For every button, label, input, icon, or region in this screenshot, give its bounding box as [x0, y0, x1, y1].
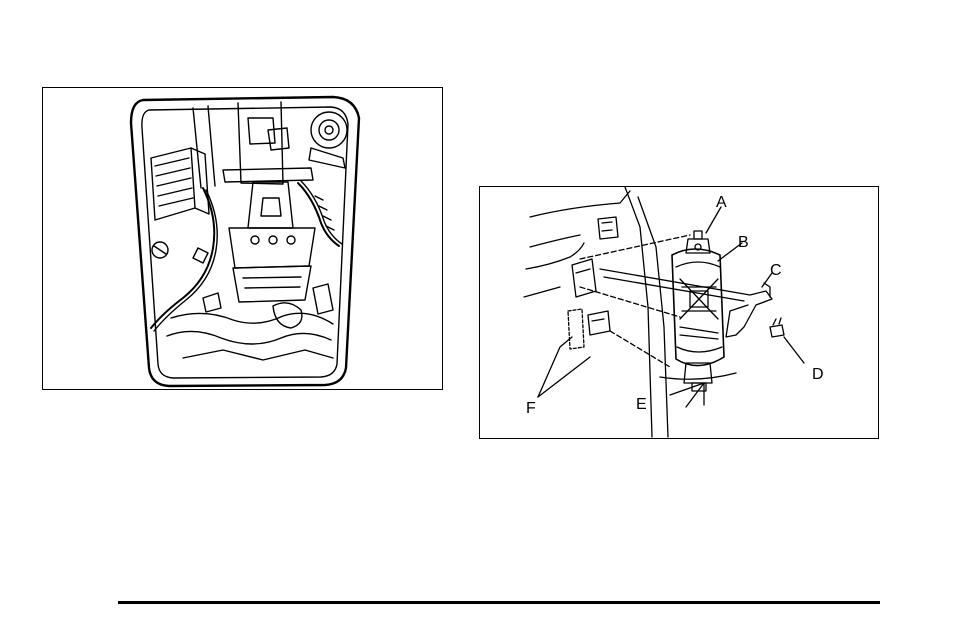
- callout-c: C: [770, 262, 782, 279]
- callout-f: F: [526, 400, 536, 417]
- footer-rule: [118, 601, 880, 604]
- callout-a: A: [716, 194, 727, 211]
- jack-assembly-illustration: A B C D E F: [479, 186, 879, 439]
- jack-assembly-drawing: A B C D E F: [480, 187, 880, 440]
- callout-b: B: [738, 234, 749, 251]
- callout-e: E: [636, 396, 647, 413]
- jack-compartment-drawing: [43, 88, 444, 391]
- callout-d: D: [812, 366, 824, 383]
- jack-compartment-illustration: [42, 87, 443, 390]
